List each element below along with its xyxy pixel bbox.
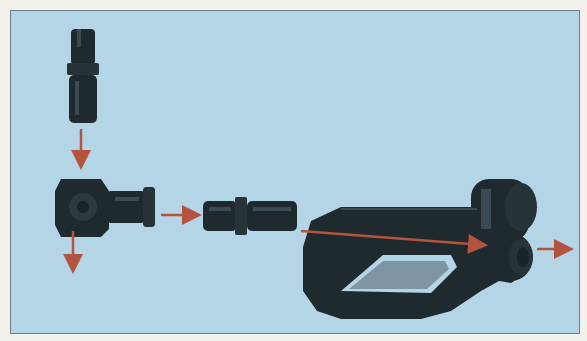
assembly-diagram [10, 10, 580, 334]
connector-pin-top [67, 29, 99, 123]
angle-connector [55, 179, 155, 237]
wishbone-part [303, 179, 537, 319]
connector-pin-middle [203, 197, 297, 235]
assembly-illustration [11, 11, 579, 333]
